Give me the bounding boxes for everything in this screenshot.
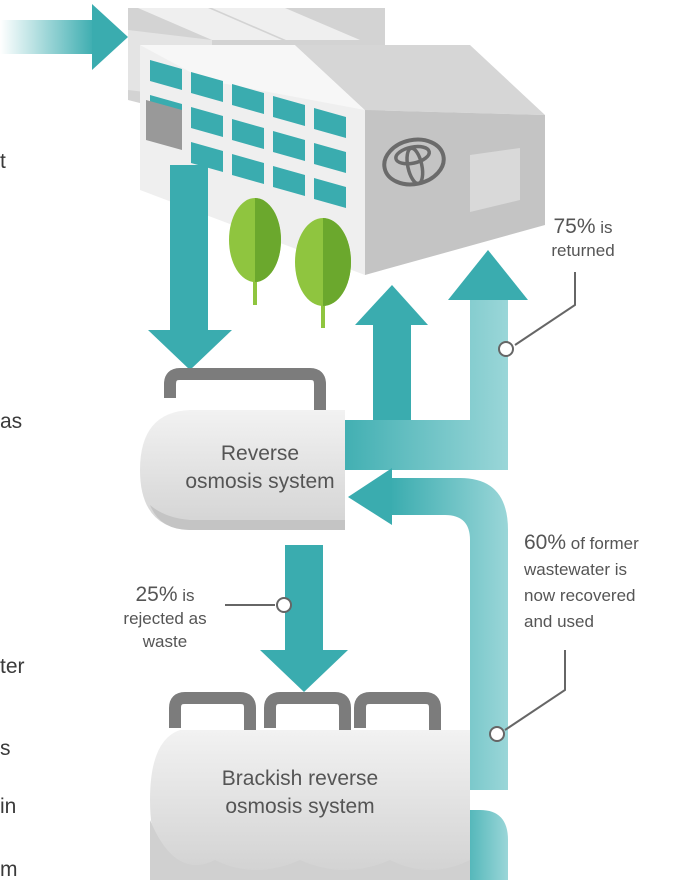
returned-text-2: returned bbox=[551, 241, 615, 260]
rejected-label: 25% is rejected as waste bbox=[95, 583, 235, 653]
factory-side-stripes bbox=[146, 100, 182, 150]
returned-text-1: is bbox=[600, 218, 613, 237]
factory-windows bbox=[150, 60, 346, 208]
reverse-osmosis-tank bbox=[140, 368, 345, 530]
recovered-text-1: of former bbox=[570, 534, 639, 553]
returned-water-arrows bbox=[330, 250, 528, 470]
rejected-text-3: waste bbox=[142, 632, 188, 651]
factory-outflow-arrow bbox=[148, 165, 232, 370]
brackish-tank bbox=[150, 692, 470, 880]
reverse-osmosis-line-1: Reverse bbox=[220, 442, 300, 465]
reverse-osmosis-line-2: osmosis system bbox=[185, 470, 335, 493]
left-text-fragment: t bbox=[0, 150, 6, 173]
recovered-text-4: and used bbox=[524, 612, 594, 631]
leader-lines bbox=[225, 272, 576, 742]
rejected-text-2: rejected as bbox=[123, 609, 207, 628]
tree-icon bbox=[229, 198, 281, 305]
tree-icon bbox=[295, 218, 351, 328]
returned-label: 75% is returned bbox=[528, 215, 638, 262]
rejected-text-1: is bbox=[182, 586, 195, 605]
brackish-line-2: osmosis system bbox=[225, 795, 375, 818]
brackish-line-1: Brackish reverse bbox=[221, 767, 379, 790]
recovered-percent: 60% bbox=[524, 531, 567, 554]
rejected-waste-arrow bbox=[260, 545, 348, 692]
recovered-label: 60% of former wastewater is now recovere… bbox=[524, 530, 694, 635]
toyota-logo-icon bbox=[382, 137, 446, 187]
left-text-fragment: ter bbox=[0, 655, 25, 678]
recovered-text-2: wastewater is bbox=[524, 560, 627, 579]
returned-percent: 75% bbox=[553, 215, 596, 238]
recovered-text-3: now recovered bbox=[524, 586, 636, 605]
reverse-osmosis-label: Reverse osmosis system bbox=[170, 440, 350, 496]
left-text-fragment: in bbox=[0, 795, 17, 818]
left-text-fragment: m bbox=[0, 858, 18, 881]
brackish-label: Brackish reverse osmosis system bbox=[180, 765, 420, 821]
left-text-fragment: as bbox=[0, 410, 23, 433]
incoming-water-arrow bbox=[0, 4, 128, 70]
left-text-fragment: s bbox=[0, 737, 11, 760]
rejected-percent: 25% bbox=[135, 583, 178, 606]
